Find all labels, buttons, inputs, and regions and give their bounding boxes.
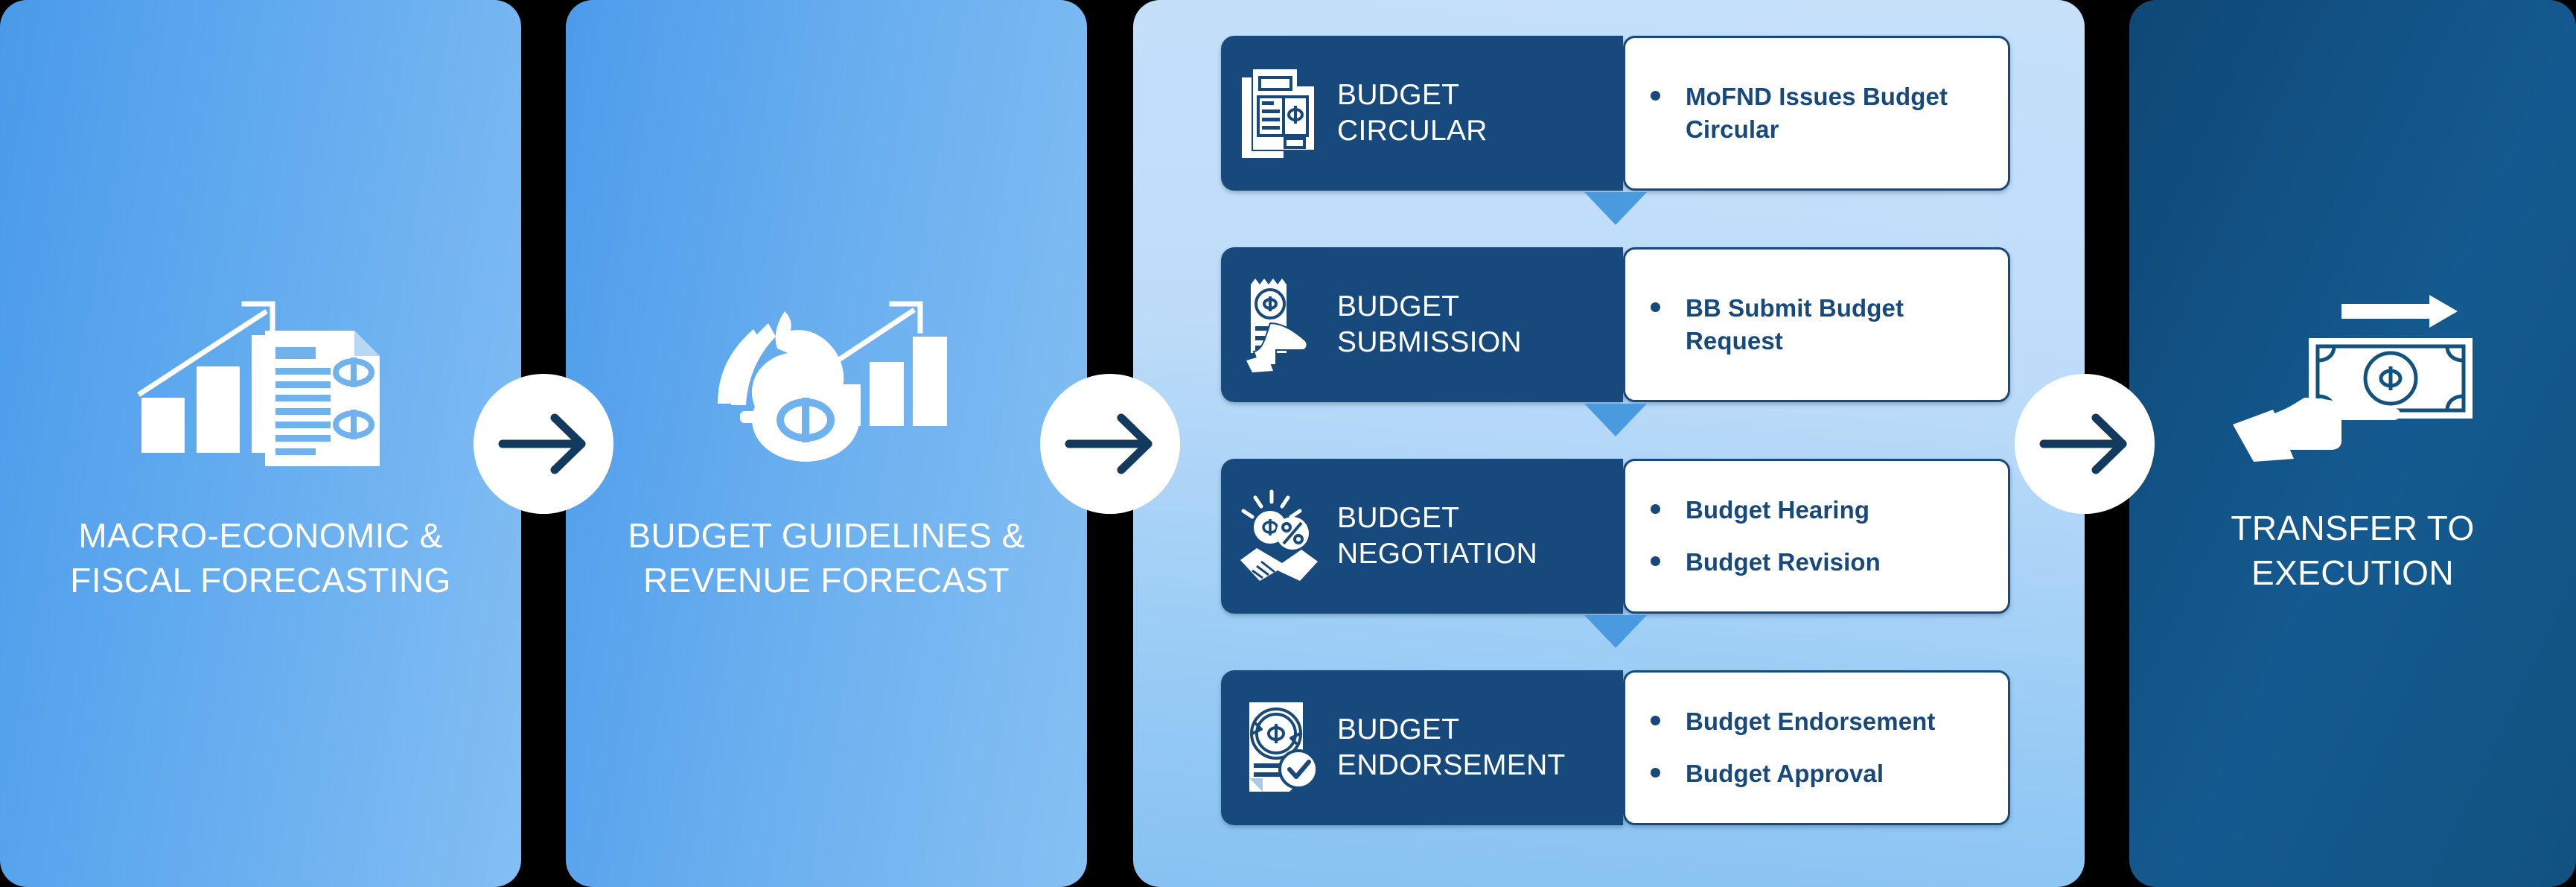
bullet-dot-icon <box>1651 556 1660 566</box>
stage-card-header-budget-endorsement: BUDGET ENDORSEMENT <box>1221 670 1623 825</box>
stage-card-details-budget-endorsement: Budget Endorsement Budget Approval <box>1623 670 2010 825</box>
list-item: Budget Revision <box>1651 546 1986 579</box>
bar-chart-growth-document-dollar-icon <box>134 284 387 471</box>
list-item: Budget Approval <box>1651 757 1986 790</box>
stage-card-budget-submission[interactable]: BUDGET SUBMISSION BB Submit Budget Reque… <box>1221 247 2010 402</box>
bullet-dot-icon <box>1651 716 1660 726</box>
list-item: Budget Endorsement <box>1651 705 1986 738</box>
hand-holding-banknote-arrow-icon <box>2230 292 2475 463</box>
stage-card-budget-negotiation[interactable]: BUDGET NEGOTIATION Budget Hearing Budget… <box>1221 459 2010 614</box>
stage-panel-macro-economic: MACRO-ECONOMIC & FISCAL FORECASTING <box>0 0 521 887</box>
stage-panel-transfer-to-execution: TRANSFER TO EXECUTION <box>2129 0 2576 887</box>
arrow-right-icon <box>474 374 613 514</box>
stage-caption-budget-guidelines: BUDGET GUIDELINES & REVENUE FORECAST <box>628 515 1025 600</box>
stage-card-header-budget-negotiation: BUDGET NEGOTIATION <box>1221 459 1623 614</box>
bullet-label: Budget Revision <box>1686 548 1881 576</box>
handshake-coin-percent-icon <box>1237 487 1321 585</box>
stage-card-title: BUDGET ENDORSEMENT <box>1337 713 1566 781</box>
list-item: Budget Hearing <box>1651 494 1986 527</box>
bullet-label: Budget Approval <box>1686 760 1884 787</box>
stage-panel-budget-guidelines: BUDGET GUIDELINES & REVENUE FORECAST <box>566 0 1087 887</box>
stage-card-details-budget-circular: MoFND Issues Budget Circular <box>1623 36 2010 191</box>
budget-stage-card-list: BUDGET CIRCULAR MoFND Issues Budget Circ… <box>1221 0 2010 887</box>
bullet-label: Budget Endorsement <box>1686 708 1936 736</box>
stage-card-title: BUDGET SUBMISSION <box>1337 290 1522 358</box>
stage-caption-transfer-to-execution: TRANSFER TO EXECUTION <box>2231 508 2475 592</box>
stage-card-details-budget-submission: BB Submit Budget Request <box>1623 247 2010 402</box>
list-item: MoFND Issues Budget Circular <box>1651 80 1986 145</box>
stage-card-title: BUDGET CIRCULAR <box>1337 79 1488 147</box>
stage-card-title: BUDGET NEGOTIATION <box>1337 502 1538 570</box>
budget-circular-document-icon <box>1237 64 1321 162</box>
triangle-down-icon <box>1221 614 2010 649</box>
bullet-dot-icon <box>1651 302 1660 313</box>
stage-card-details-budget-negotiation: Budget Hearing Budget Revision <box>1623 459 2010 614</box>
list-item: BB Submit Budget Request <box>1651 292 1986 357</box>
arrow-right-icon <box>1040 374 1180 514</box>
triangle-down-icon <box>1221 191 2010 226</box>
document-dollar-check-icon <box>1237 699 1321 797</box>
arrow-right-icon <box>2015 374 2155 514</box>
bullet-label: BB Submit Budget Request <box>1686 294 1904 355</box>
bullet-dot-icon <box>1651 768 1660 778</box>
stage-card-budget-endorsement[interactable]: BUDGET ENDORSEMENT Budget Endorsement Bu… <box>1221 670 2010 825</box>
triangle-down-icon <box>1221 402 2010 438</box>
bullet-dot-icon <box>1651 504 1660 515</box>
bullet-label: Budget Hearing <box>1686 496 1870 524</box>
stage-card-header-budget-circular: BUDGET CIRCULAR <box>1221 36 1623 191</box>
bullet-label: MoFND Issues Budget Circular <box>1686 83 1948 143</box>
stage-card-header-budget-submission: BUDGET SUBMISSION <box>1221 247 1623 402</box>
stage-card-budget-circular[interactable]: BUDGET CIRCULAR MoFND Issues Budget Circ… <box>1221 36 2010 191</box>
stage-caption-macro-economic: MACRO-ECONOMIC & FISCAL FORECASTING <box>70 515 451 600</box>
hand-holding-receipt-dollar-icon <box>1237 276 1321 374</box>
bullet-dot-icon <box>1651 91 1660 101</box>
chess-knight-bar-chart-dollar-coin-icon <box>700 284 953 471</box>
